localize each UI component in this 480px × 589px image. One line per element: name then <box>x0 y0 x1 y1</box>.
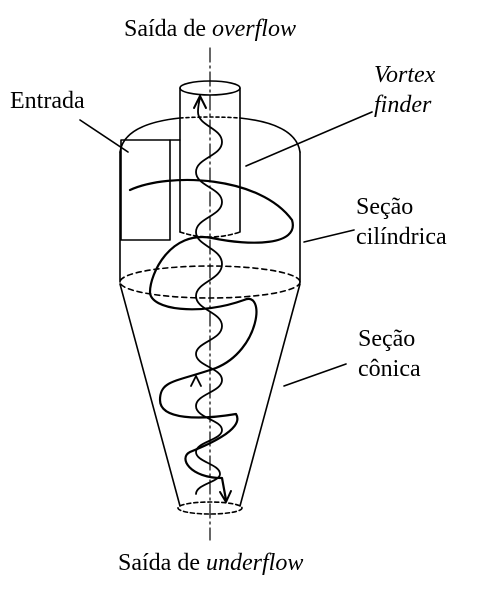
cylinder-top-rim-back <box>180 117 240 118</box>
mid-vortex-arrowhead <box>191 376 201 386</box>
inner-vortex-spiral <box>196 96 222 494</box>
cylindrical-section-leader-line <box>304 230 354 242</box>
conical-section-leader-line <box>284 364 346 386</box>
inlet-leader-line <box>80 120 128 152</box>
vortex-finder-leader-line <box>246 112 372 166</box>
inlet-box <box>121 140 170 240</box>
cone-left-wall <box>120 284 180 506</box>
cone-right-wall <box>240 284 300 506</box>
